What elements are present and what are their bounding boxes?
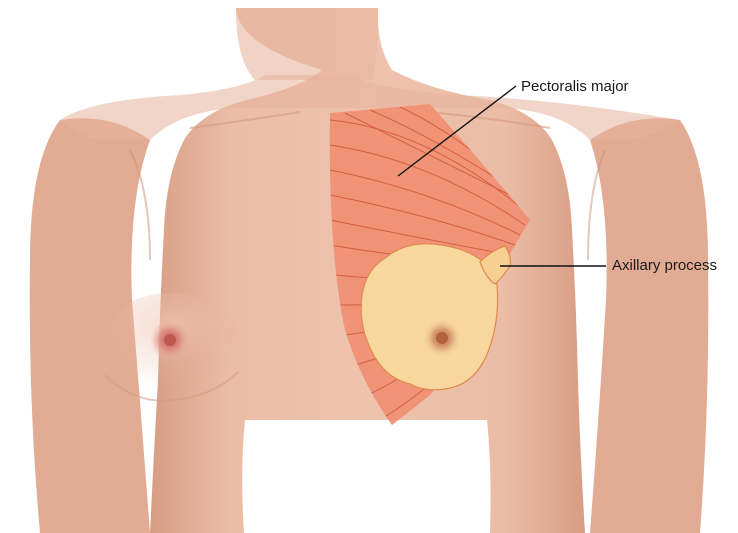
right-nipple xyxy=(436,332,448,344)
pectoralis-major-label: Pectoralis major xyxy=(521,78,629,95)
axillary-process-label: Axillary process xyxy=(612,257,717,274)
right-arm xyxy=(590,118,708,533)
left-nipple xyxy=(164,334,176,346)
